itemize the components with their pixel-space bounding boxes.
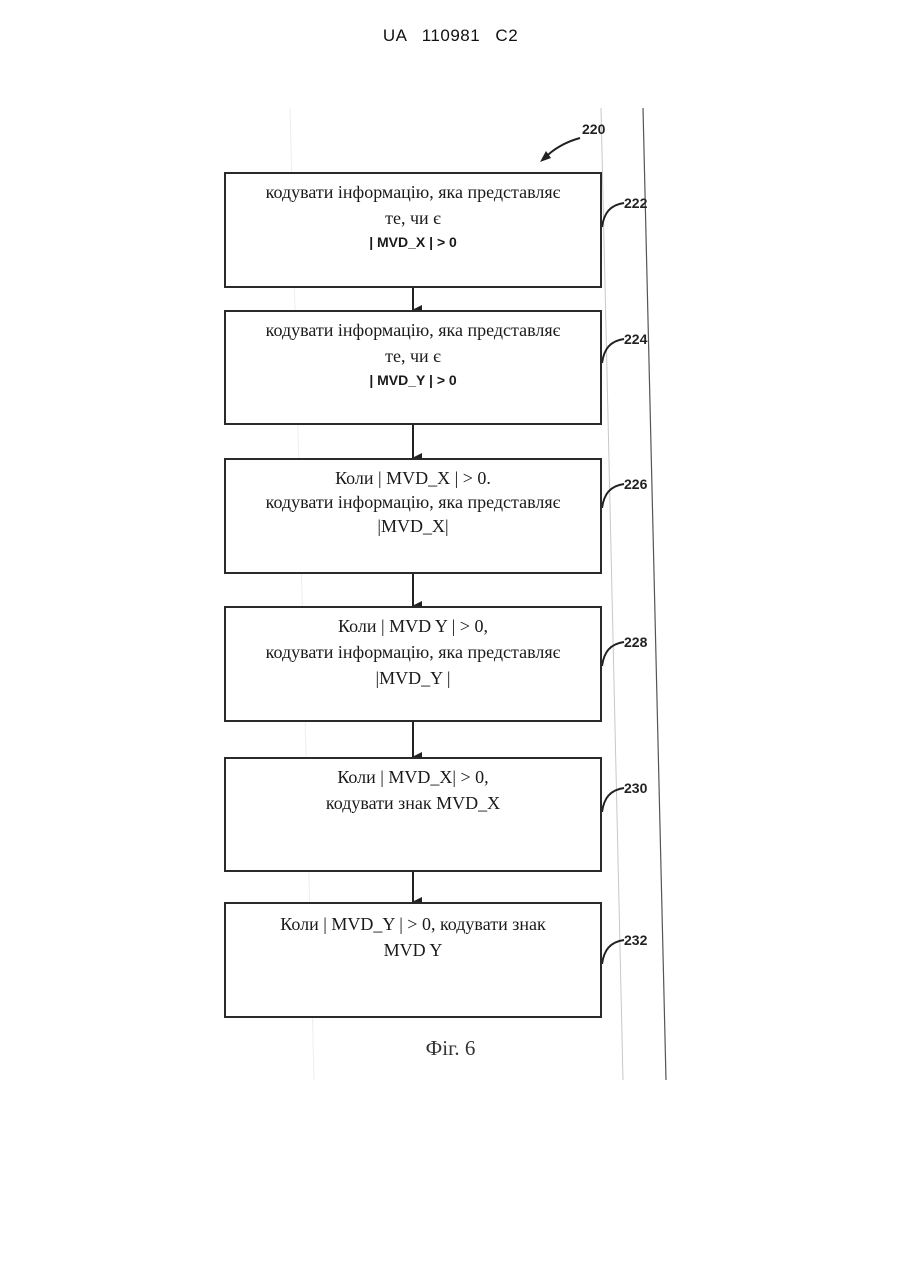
step-text-line: | MVD_Y | > 0	[232, 368, 594, 392]
flowchart-step-224: кодувати інформацію, яка представляєте, …	[224, 310, 602, 425]
step-text-line: кодувати інформацію, яка представляє	[232, 640, 594, 664]
step-text-line: |MVD_Y |	[232, 666, 594, 690]
ref-220-arrow	[545, 138, 580, 158]
step-text-line: кодувати інформацію, яка представляє	[232, 318, 594, 342]
step-text-line: Коли | MVD_X| > 0,	[232, 765, 594, 789]
flowchart-ref-label: 220	[582, 121, 605, 137]
step-text-line: |MVD_X|	[232, 514, 594, 538]
ref-leader-line	[602, 788, 624, 812]
flowchart-step-226: Коли | MVD_X | > 0.кодувати інформацію, …	[224, 458, 602, 574]
step-ref-label: 226	[624, 476, 647, 492]
step-ref-label: 224	[624, 331, 647, 347]
step-ref-label: 222	[624, 195, 647, 211]
figure-caption: Фіг. 6	[0, 1036, 901, 1061]
step-text-line: те, чи є	[232, 344, 594, 368]
step-text-line: Коли | MVD Y | > 0,	[232, 614, 594, 638]
step-text-line: MVD Y	[232, 938, 594, 962]
step-text-line: те, чи є	[232, 206, 594, 230]
step-text-line: кодувати інформацію, яка представляє	[232, 180, 594, 204]
step-ref-label: 232	[624, 932, 647, 948]
step-ref-label: 230	[624, 780, 647, 796]
flowchart-step-222: кодувати інформацію, яка представляєте, …	[224, 172, 602, 288]
step-text-line: | MVD_X | > 0	[232, 230, 594, 254]
step-text-line: Коли | MVD_Y | > 0, кодувати знак	[232, 912, 594, 936]
ref-leader-line	[602, 339, 624, 363]
step-text-line: Коли | MVD_X | > 0.	[232, 466, 594, 490]
step-text-line: кодувати інформацію, яка представляє	[232, 490, 594, 514]
ref-leader-line	[602, 203, 624, 227]
page-rule-line	[601, 108, 623, 1080]
flowchart-step-230: Коли | MVD_X| > 0,кодувати знак MVD_X	[224, 757, 602, 872]
flowchart-step-232: Коли | MVD_Y | > 0, кодувати знакMVD Y	[224, 902, 602, 1018]
ref-leader-line	[602, 484, 624, 508]
flowchart-step-228: Коли | MVD Y | > 0,кодувати інформацію, …	[224, 606, 602, 722]
step-text-line: кодувати знак MVD_X	[232, 791, 594, 815]
step-ref-label: 228	[624, 634, 647, 650]
